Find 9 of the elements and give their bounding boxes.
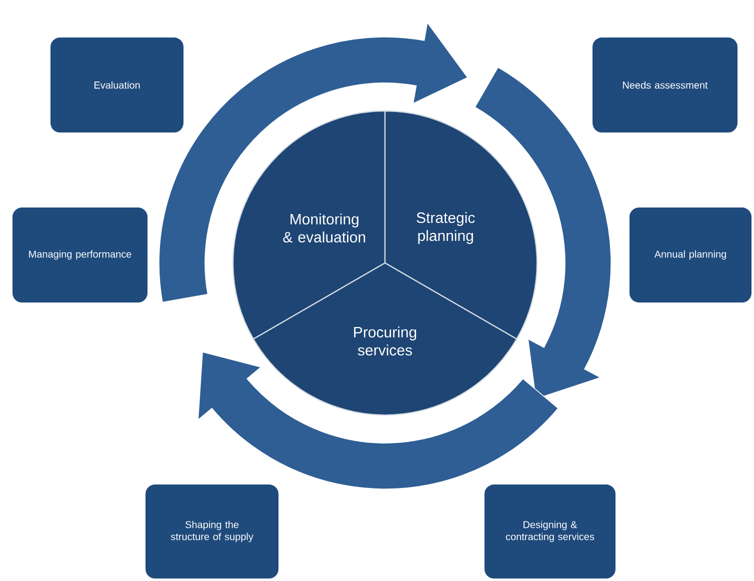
block-arrow	[198, 352, 559, 490]
block-arrow	[158, 22, 468, 303]
process-box: Designing & contracting services	[484, 484, 616, 580]
pie-sector: Procuring services	[252, 262, 518, 416]
process-box: Annual planning	[628, 206, 752, 304]
process-box: Evaluation	[50, 36, 184, 134]
process-box: Needs assessment	[592, 36, 738, 134]
process-box: Shaping the structure of supply	[144, 484, 280, 580]
process-box: Managing performance	[12, 206, 148, 304]
